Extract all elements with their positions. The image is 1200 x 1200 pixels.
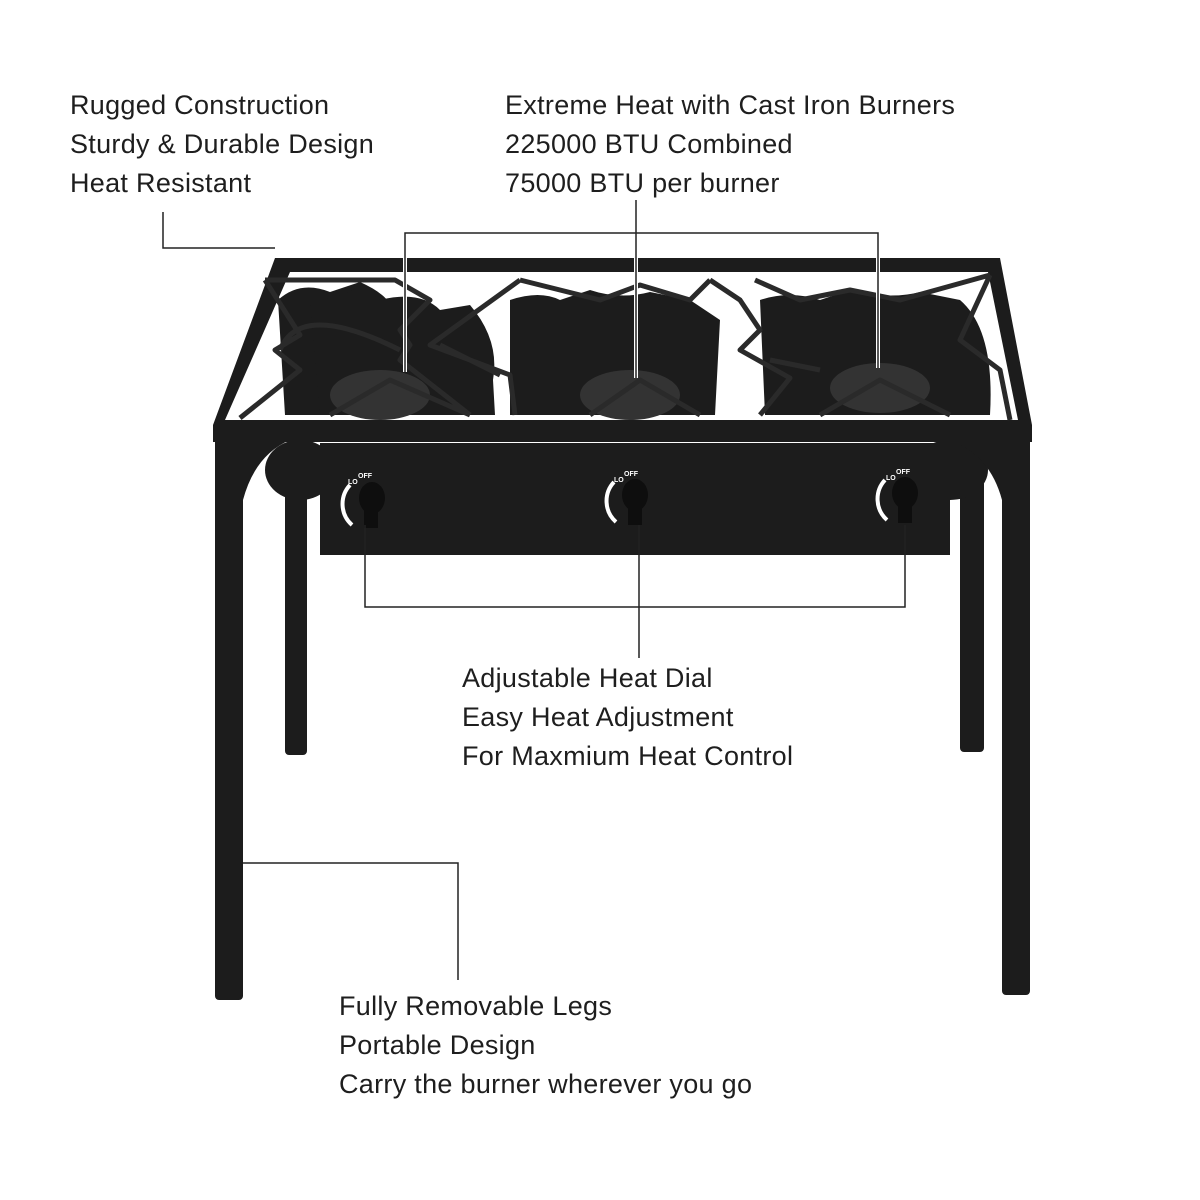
callout-line: Adjustable Heat Dial [462, 663, 713, 693]
cooking-grates [238, 272, 1013, 421]
dial-lo-label: LO [886, 475, 896, 482]
dial-off-label: OFF [896, 469, 911, 476]
callout-burners: Extreme Heat with Cast Iron Burners 2250… [505, 86, 955, 203]
top-frame [213, 258, 1032, 442]
front-right-leg [1002, 430, 1030, 995]
dial-lo-label: LO [614, 477, 624, 484]
stove-body [213, 258, 1032, 1000]
callout-line: Carry the burner wherever you go [339, 1069, 753, 1099]
callout-line: Fully Removable Legs [339, 991, 613, 1021]
legs-leader-line [243, 862, 459, 980]
burner-heads [330, 363, 930, 420]
callout-line: Extreme Heat with Cast Iron Burners [505, 90, 956, 120]
callout-line: Easy Heat Adjustment [462, 702, 734, 732]
callout-legs: Fully Removable Legs Portable Design Car… [339, 987, 752, 1104]
callout-line: Rugged Construction [70, 90, 330, 120]
callout-lines [162, 200, 906, 980]
heat-dial-left [340, 482, 385, 528]
dial-off-label: OFF [624, 471, 639, 478]
dial-leader-line [364, 525, 906, 658]
callout-line: Heat Resistant [70, 168, 252, 198]
callout-line: For Maxmium Heat Control [462, 741, 794, 771]
heat-dial-center [604, 479, 648, 525]
callout-line: Sturdy & Durable Design [70, 129, 375, 159]
back-right-leg [960, 480, 984, 752]
callout-dial: Adjustable Heat Dial Easy Heat Adjustmen… [462, 659, 793, 776]
callout-construction: Rugged Construction Sturdy & Durable Des… [70, 86, 374, 203]
burner-leader-line [404, 200, 879, 378]
callout-line: 225000 BTU Combined [505, 129, 793, 159]
back-left-leg [285, 480, 307, 755]
heat-dials: LO OFF LO OFF LO OFF [340, 469, 918, 528]
heat-dial-right [875, 477, 918, 523]
construction-leader-line [162, 212, 275, 249]
callout-line: Portable Design [339, 1030, 536, 1060]
callout-line: 75000 BTU per burner [505, 168, 780, 198]
dial-lo-label: LO [348, 479, 358, 486]
dial-off-label: OFF [358, 473, 373, 480]
front-left-leg [215, 430, 243, 1000]
burner-bowl-right [760, 290, 991, 415]
